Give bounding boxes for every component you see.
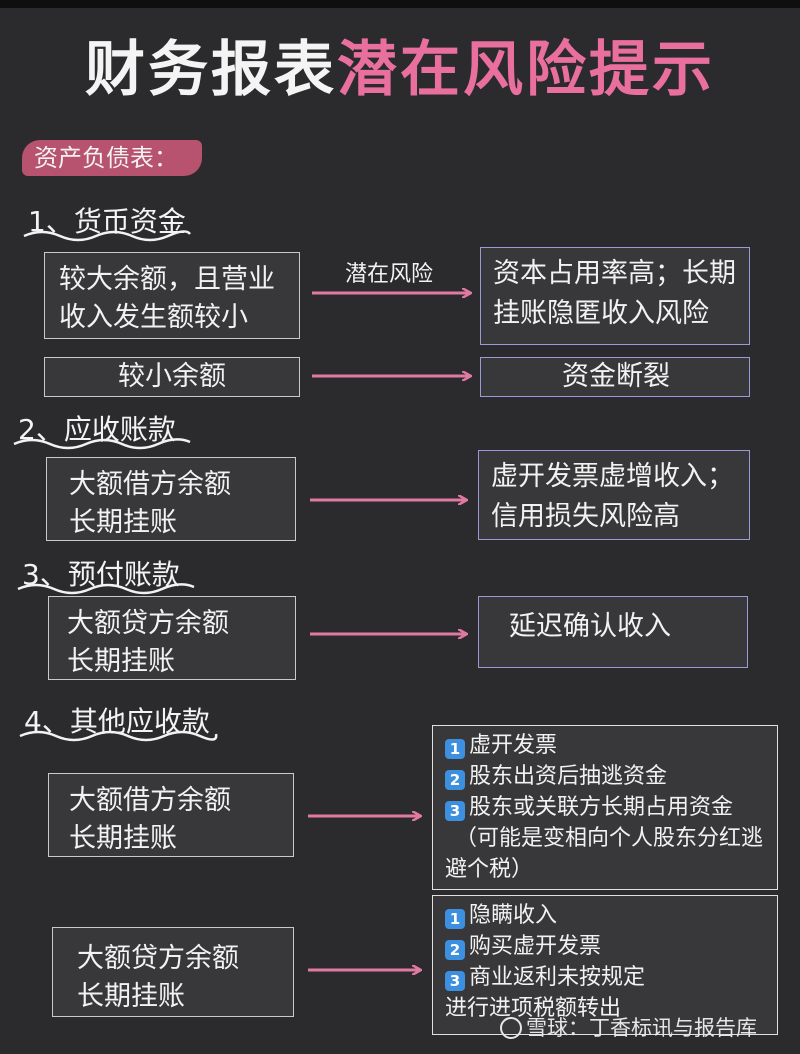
risk-line: 延迟确认收入 (509, 611, 671, 642)
watermark: 雪球：丁香标讯与报告库 (500, 1012, 757, 1042)
cause-line: 大额贷方余额 (77, 943, 239, 974)
snowball-logo-icon (500, 1017, 522, 1039)
number-badge-3: 3 (445, 971, 465, 991)
heading-2: 2、应收账款 (13, 408, 191, 450)
number-badge-3: 3 (445, 801, 465, 821)
cause-line: 长期挂账 (69, 507, 177, 538)
risk-line: 资金断裂 (562, 361, 670, 392)
risk-line: 虚开发票虚增收入； (491, 461, 734, 492)
cause-box-2: 较小余额 (44, 357, 300, 397)
cause-line: 长期挂账 (69, 823, 177, 854)
cause-box-4: 大额贷方余额 长期挂账 (48, 596, 296, 680)
underline-squiggle (23, 230, 192, 242)
cause-box-5: 大额借方余额 长期挂账 (48, 773, 294, 857)
risk-list-note: （可能是变相向个人股东分红逃 (455, 826, 764, 851)
cause-line: 收入发生额较小 (59, 302, 248, 333)
cause-line: 大额借方余额 (69, 785, 231, 816)
risk-line: 资本占用率高；长期 (493, 258, 736, 289)
risk-line: 挂账隐匿收入风险 (493, 298, 709, 329)
number-badge-2: 2 (445, 940, 465, 960)
cause-line: 大额借方余额 (69, 469, 231, 500)
top-bar (0, 0, 800, 8)
underline-squiggle (17, 583, 195, 595)
cause-line: 较小余额 (118, 361, 226, 392)
section-tag: 资产负债表： (22, 140, 202, 176)
underline-squiggle (19, 730, 218, 742)
arrow-label: 潜在风险 (345, 262, 434, 287)
risk-box-1: 资本占用率高；长期 挂账隐匿收入风险 (480, 247, 750, 345)
heading-3: 3、预付账款 (17, 553, 195, 595)
underline-squiggle (13, 438, 191, 450)
heading-4: 4、其他应收款 (19, 700, 218, 742)
risk-box-4: 延迟确认收入 (478, 596, 748, 668)
number-badge-1: 1 (445, 909, 465, 929)
risk-box-3: 虚开发票虚增收入； 信用损失风险高 (478, 450, 750, 540)
watermark-text: 雪球：丁香标讯与报告库 (526, 1016, 757, 1040)
page-title: 财务报表潜在风险提示 (0, 30, 800, 110)
cause-line: 长期挂账 (77, 981, 185, 1012)
cause-box-6: 大额贷方余额 长期挂账 (52, 927, 294, 1017)
number-badge-2: 2 (445, 770, 465, 790)
number-badge-1: 1 (445, 739, 465, 759)
title-part-1: 财务报表 (85, 35, 337, 105)
risk-line: 信用损失风险高 (491, 501, 680, 532)
cause-box-1: 较大余额，且营业 收入发生额较小 (44, 252, 300, 339)
cause-line: 较大余额，且营业 (59, 264, 275, 295)
risk-list-note: 进行进项税额转出 (445, 996, 622, 1021)
risk-box-2: 资金断裂 (480, 357, 750, 397)
cause-line: 大额贷方余额 (67, 608, 229, 639)
risk-list-note: 避个税） (445, 857, 534, 882)
cause-box-3: 大额借方余额 长期挂账 (46, 457, 296, 541)
title-part-2: 潜在风险提示 (337, 35, 715, 105)
cause-line: 长期挂账 (67, 646, 175, 677)
heading-1: 1、货币资金 (23, 200, 192, 242)
